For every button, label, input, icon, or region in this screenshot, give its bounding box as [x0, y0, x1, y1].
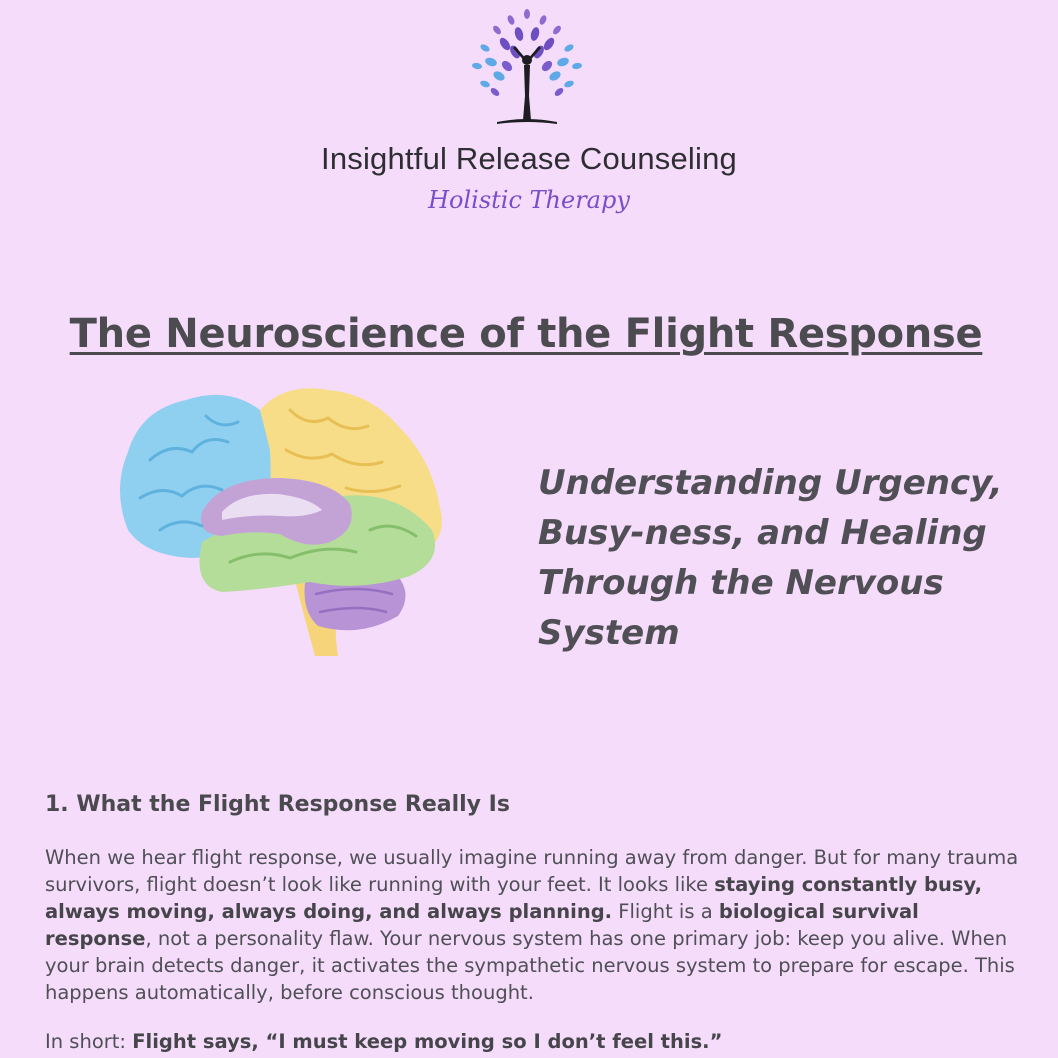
- body-text: Flight is a: [612, 900, 719, 923]
- body-text: , not a personality flaw. Your nervous s…: [45, 927, 1015, 1004]
- summary-line: In short: Flight says, “I must keep movi…: [45, 1028, 1025, 1055]
- body-text: When we hear flight response, we usually…: [45, 846, 1019, 896]
- summary-quote: Flight says, “I must keep moving so I do…: [132, 1030, 723, 1053]
- section-heading: 1. What the Flight Response Really Is: [45, 792, 510, 817]
- tree-logo-icon: [455, 4, 600, 129]
- brain-illustration: [110, 380, 455, 665]
- brand-tagline: Holistic Therapy: [428, 186, 630, 214]
- page-title: The Neuroscience of the Flight Response: [69, 311, 983, 357]
- page-subtitle: Understanding Urgency, Busy-ness, and He…: [538, 463, 1003, 653]
- brand-name: Insightful Release Counseling: [321, 141, 737, 176]
- summary-lead: In short:: [45, 1030, 133, 1053]
- body-text-bold: biological survival response: [45, 900, 919, 950]
- body-paragraph: When we hear flight response, we usually…: [45, 844, 1025, 1006]
- body-text-bold: staying constantly busy, always moving, …: [45, 873, 983, 923]
